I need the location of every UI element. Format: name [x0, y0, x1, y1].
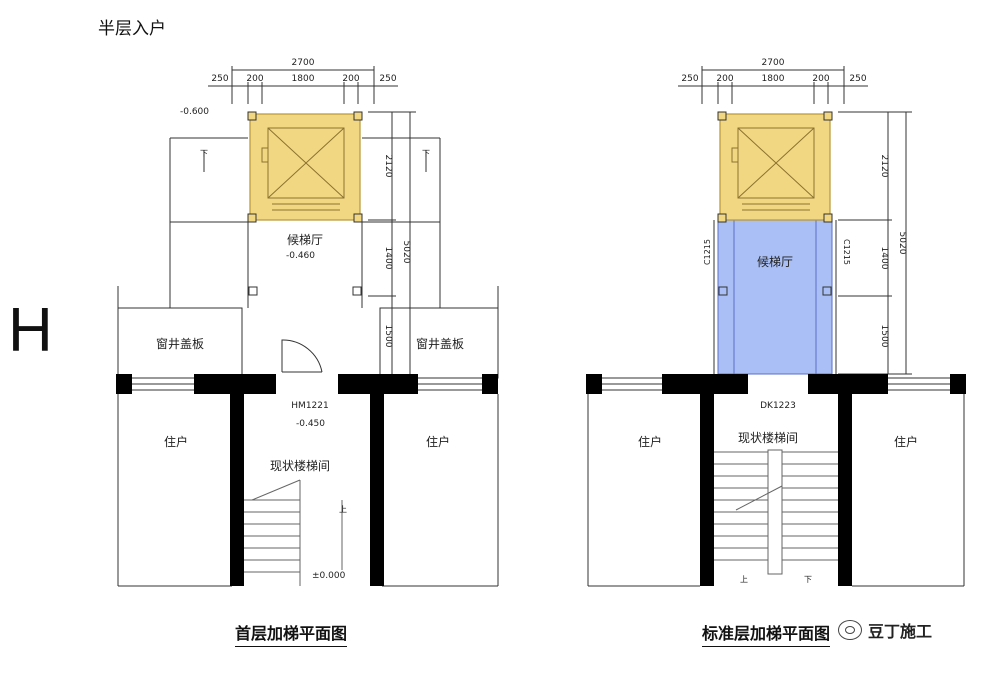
- left-room-hall: 候梯厅: [287, 233, 323, 247]
- right-elevator-shaft: [717, 111, 833, 296]
- level-top-left: -0.600: [180, 107, 209, 117]
- right-dim-p4: 200: [812, 74, 829, 84]
- page-heading: 半层入户: [98, 19, 166, 39]
- right-labels: 2700 250 200 1800 200 250 5020 2120 1400…: [638, 58, 918, 584]
- right-room-resident-right: 住户: [894, 434, 918, 449]
- right-window-left: C1215: [703, 239, 712, 265]
- right-vdim-total: 5020: [897, 232, 907, 255]
- left-vdim-p3: 1500: [383, 325, 393, 348]
- watermark-text: 豆丁施工: [868, 622, 933, 641]
- right-room-hall: 候梯厅: [757, 255, 793, 269]
- right-plan: [587, 66, 965, 587]
- right-hall-area: [717, 219, 833, 375]
- left-vdim-total: 5020: [401, 241, 411, 264]
- left-dim-p3: 1800: [292, 74, 315, 84]
- left-top-dimensions: [208, 66, 398, 104]
- left-right-dimensions: [368, 111, 416, 393]
- left-dim-p1: 250: [211, 74, 228, 84]
- right-dim-p2: 200: [716, 74, 733, 84]
- left-plan-caption: 首层加梯平面图: [235, 620, 348, 647]
- right-dim-p3: 1800: [762, 74, 785, 84]
- left-stair-up: 上: [339, 505, 347, 514]
- right-room-stair: 现状楼梯间: [738, 430, 798, 445]
- right-stair-up: 上: [740, 575, 748, 584]
- right-vdim-p1: 2120: [879, 155, 889, 178]
- left-door-code: HM1221: [291, 401, 328, 411]
- left-vdim-p2: 1400: [383, 247, 393, 270]
- side-letter: H: [8, 296, 53, 365]
- right-windows: [602, 377, 950, 391]
- ramp-down-left: 下: [200, 149, 208, 158]
- left-stair-treads: [244, 479, 343, 586]
- right-dim-p5: 250: [849, 74, 866, 84]
- watermark: 豆丁施工: [838, 618, 932, 642]
- right-door-code: DK1223: [760, 401, 796, 411]
- right-plan-caption: 标准层加梯平面图: [702, 620, 831, 647]
- left-dim-p2: 200: [246, 74, 263, 84]
- right-stair-down: 下: [804, 575, 812, 584]
- wechat-logo-icon: [838, 620, 862, 640]
- left-vdim-p1: 2120: [383, 155, 393, 178]
- left-dim-p4: 200: [342, 74, 359, 84]
- right-stair-treads: [714, 449, 838, 575]
- left-walls: [116, 374, 498, 586]
- right-vdim-p3: 1500: [879, 325, 889, 348]
- right-dim-p1: 250: [681, 74, 698, 84]
- right-window-right: C1215: [842, 239, 851, 265]
- right-room-resident-left: 住户: [638, 434, 662, 449]
- level-hall: -0.460: [286, 251, 315, 261]
- left-room-resident-right: 住户: [426, 434, 450, 449]
- left-labels: 2700 250 200 1800 200 250 5020 2120 1400…: [156, 58, 464, 581]
- right-top-dimensions: [678, 66, 868, 104]
- left-plan: [117, 66, 499, 587]
- level-door: -0.450: [296, 419, 325, 429]
- right-vdim-p2: 1400: [879, 247, 889, 270]
- left-room-cover-right: 窗井盖板: [416, 337, 464, 351]
- left-room-stair: 现状楼梯间: [270, 458, 330, 473]
- left-room-cover-left: 窗井盖板: [156, 337, 204, 351]
- left-windows: [132, 377, 482, 391]
- ramp-down-right: 下: [422, 149, 430, 158]
- left-dim-total: 2700: [292, 58, 315, 68]
- left-dim-p5: 250: [379, 74, 396, 84]
- level-ground: ±0.000: [312, 571, 346, 581]
- left-elevator-shaft: [247, 111, 363, 296]
- right-dim-total: 2700: [762, 58, 785, 68]
- right-walls: [586, 374, 966, 586]
- left-room-resident-left: 住户: [164, 434, 188, 449]
